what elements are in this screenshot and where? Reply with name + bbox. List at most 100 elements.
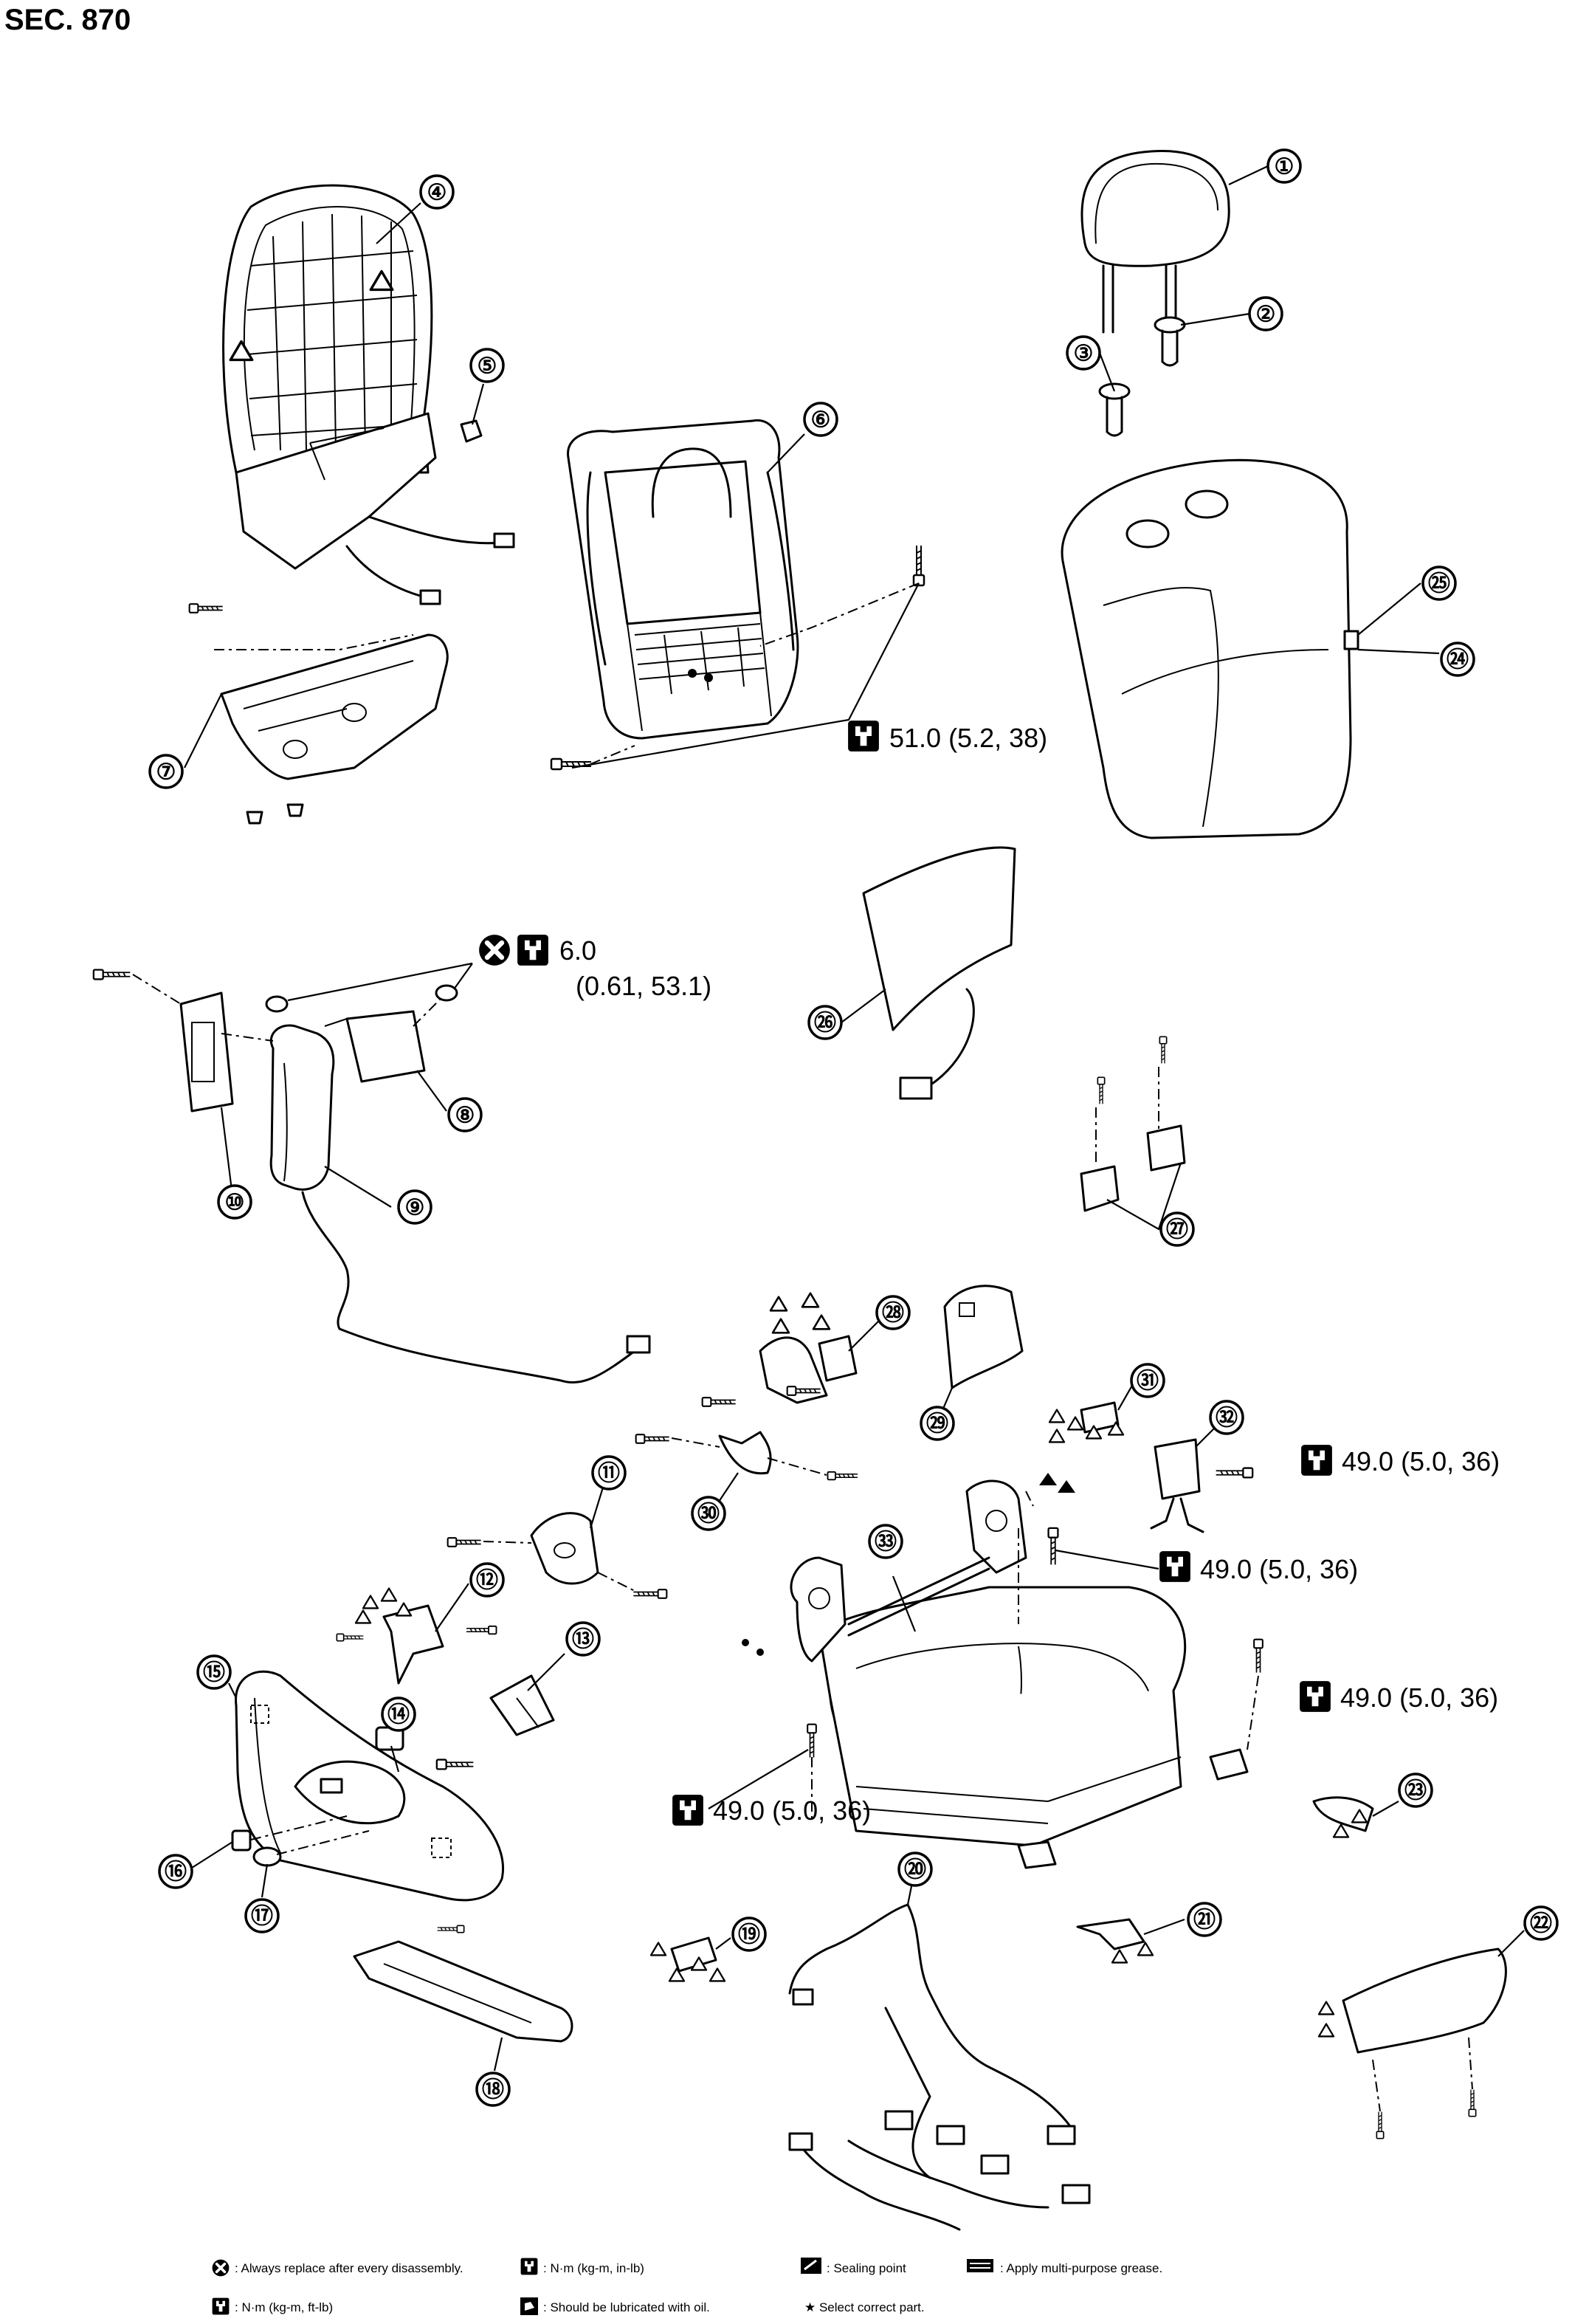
callout-7: ⑦: [148, 754, 184, 789]
clip-5: [460, 419, 483, 443]
svg-text:㉚: ㉚: [697, 1502, 720, 1527]
callout-32: ㉜: [1209, 1400, 1244, 1435]
callout-3: ③: [1066, 335, 1101, 371]
svg-text:㉛: ㉛: [1137, 1369, 1159, 1394]
callout-14: ⑭: [381, 1696, 416, 1732]
torque-frame-bolt: 51.0 (5.2, 38): [889, 723, 1047, 753]
knob-16: [231, 1829, 252, 1852]
callout-25: ㉕: [1421, 565, 1457, 601]
seat-side-cover: [235, 1670, 504, 1902]
svg-text:③: ③: [1074, 342, 1094, 366]
svg-text:㉝: ㉝: [875, 1530, 897, 1555]
torque-buckle-bolt: 49.0 (5.0, 36): [1342, 1446, 1500, 1476]
svg-text:⑰: ⑰: [251, 1905, 273, 1929]
torque-wrench-icon: [1159, 1551, 1190, 1582]
svg-text:④: ④: [427, 181, 447, 205]
torque-seat-front-bolt: 49.0 (5.0, 36): [713, 1795, 871, 1826]
seat-cushion-assembly: [790, 1479, 1249, 1869]
knob-17: [252, 1846, 282, 1867]
callout-20: ⑳: [897, 1852, 933, 1887]
torque-wrench-icon: [1300, 1681, 1331, 1712]
torque-wrench-icon: [212, 2297, 230, 2315]
legend-oil: : Should be lubricated with oil.: [543, 2300, 710, 2314]
legend-nm-inlb: : N·m (kg-m, in-lb): [543, 2261, 644, 2275]
side-airbag-module: [269, 1024, 651, 1384]
svg-text:⑲: ⑲: [738, 1923, 760, 1947]
callout-27: ㉗: [1159, 1211, 1195, 1247]
svg-text:㉔: ㉔: [1447, 648, 1469, 673]
torque-seat-rear-bolt: 49.0 (5.0, 36): [1200, 1554, 1358, 1584]
callout-21: ㉑: [1187, 1902, 1222, 1937]
svg-text:⑫: ⑫: [476, 1569, 498, 1593]
torque-airbag-nut: 6.0: [559, 935, 596, 966]
svg-text:⑱: ⑱: [482, 2078, 504, 2103]
svg-text:⑦: ⑦: [156, 760, 176, 785]
seatback-lower-cover: [220, 633, 449, 780]
callout-1: ①: [1266, 148, 1302, 184]
callout-16: ⑯: [158, 1854, 193, 1889]
seat-belt-buckle: [1150, 1438, 1204, 1533]
callout-15: ⑮: [196, 1654, 232, 1690]
legend-sealing: : Sealing point: [827, 2261, 906, 2275]
rail-cover-18: [353, 1940, 573, 2043]
callout-9: ⑨: [397, 1189, 432, 1225]
svg-text:㉑: ㉑: [1193, 1908, 1216, 1933]
bracket-23: [1312, 1796, 1374, 1832]
callout-28: ㉘: [875, 1295, 911, 1330]
torque-wrench-icon: [1301, 1445, 1332, 1476]
svg-text:⑯: ⑯: [165, 1860, 187, 1885]
svg-text:⑥: ⑥: [811, 408, 831, 433]
section-title: SEC. 870: [4, 4, 131, 36]
grease-icon: [967, 2259, 993, 2272]
sensor-pad: [862, 846, 1016, 1100]
bracket-11: [530, 1512, 599, 1585]
torque-wrench-icon: [672, 1795, 703, 1826]
callout-19: ⑲: [731, 1916, 767, 1952]
callout-24: ㉔: [1440, 642, 1475, 677]
torque-wrench-icon: [517, 935, 548, 966]
torque-seat-right-bolt: 49.0 (5.0, 36): [1340, 1682, 1498, 1713]
svg-text:⑭: ⑭: [387, 1703, 410, 1727]
clip-30: [718, 1431, 772, 1475]
callout-5: ⑤: [469, 348, 505, 383]
svg-text:⑤: ⑤: [478, 354, 497, 379]
bracket-28: [759, 1335, 858, 1404]
svg-text:㉜: ㉜: [1216, 1406, 1238, 1431]
torque-wrench-icon: [848, 721, 879, 752]
callout-30: ㉚: [691, 1496, 726, 1531]
callout-10: ⑩: [217, 1184, 252, 1220]
svg-text:⑪: ⑪: [598, 1462, 620, 1486]
headrest-guide-3: [1098, 382, 1131, 437]
callout-17: ⑰: [244, 1898, 280, 1933]
legend-replace: : Always replace after every disassembly…: [235, 2261, 463, 2275]
airbag-bracket-8: [324, 1010, 426, 1083]
headrest: [1080, 149, 1230, 334]
callout-22: ㉒: [1523, 1905, 1559, 1941]
svg-text:㉖: ㉖: [814, 1011, 836, 1036]
callout-31: ㉛: [1130, 1363, 1165, 1398]
cover-22: [1342, 1947, 1507, 2054]
callout-8: ⑧: [447, 1097, 483, 1132]
legend-grease: : Apply multi-purpose grease.: [1000, 2261, 1162, 2275]
bracket-12: [382, 1604, 444, 1685]
callout-2: ②: [1248, 296, 1283, 331]
callout-6: ⑥: [803, 402, 838, 437]
callout-11: ⑪: [591, 1455, 627, 1491]
torque-airbag-nut-ftlb: (0.61, 53.1): [576, 971, 711, 1001]
callout-12: ⑫: [469, 1562, 505, 1598]
callout-23: ㉓: [1398, 1773, 1433, 1808]
callout-33: ㉝: [868, 1524, 903, 1559]
cover-29: [943, 1285, 1024, 1389]
legend-select: ★ Select correct part.: [804, 2300, 925, 2314]
svg-text:㉗: ㉗: [1166, 1218, 1188, 1242]
callout-13: ⑬: [565, 1621, 601, 1657]
seatback-frame: [567, 419, 799, 740]
bracket-13: [489, 1674, 555, 1736]
svg-text:②: ②: [1256, 303, 1276, 327]
svg-text:⑨: ⑨: [405, 1196, 425, 1220]
legend-nm-ftlb: : N·m (kg-m, ft-lb): [235, 2300, 333, 2314]
svg-text:⑧: ⑧: [455, 1104, 475, 1128]
seatback-trim: [1061, 458, 1359, 839]
svg-text:㉒: ㉒: [1530, 1912, 1552, 1936]
